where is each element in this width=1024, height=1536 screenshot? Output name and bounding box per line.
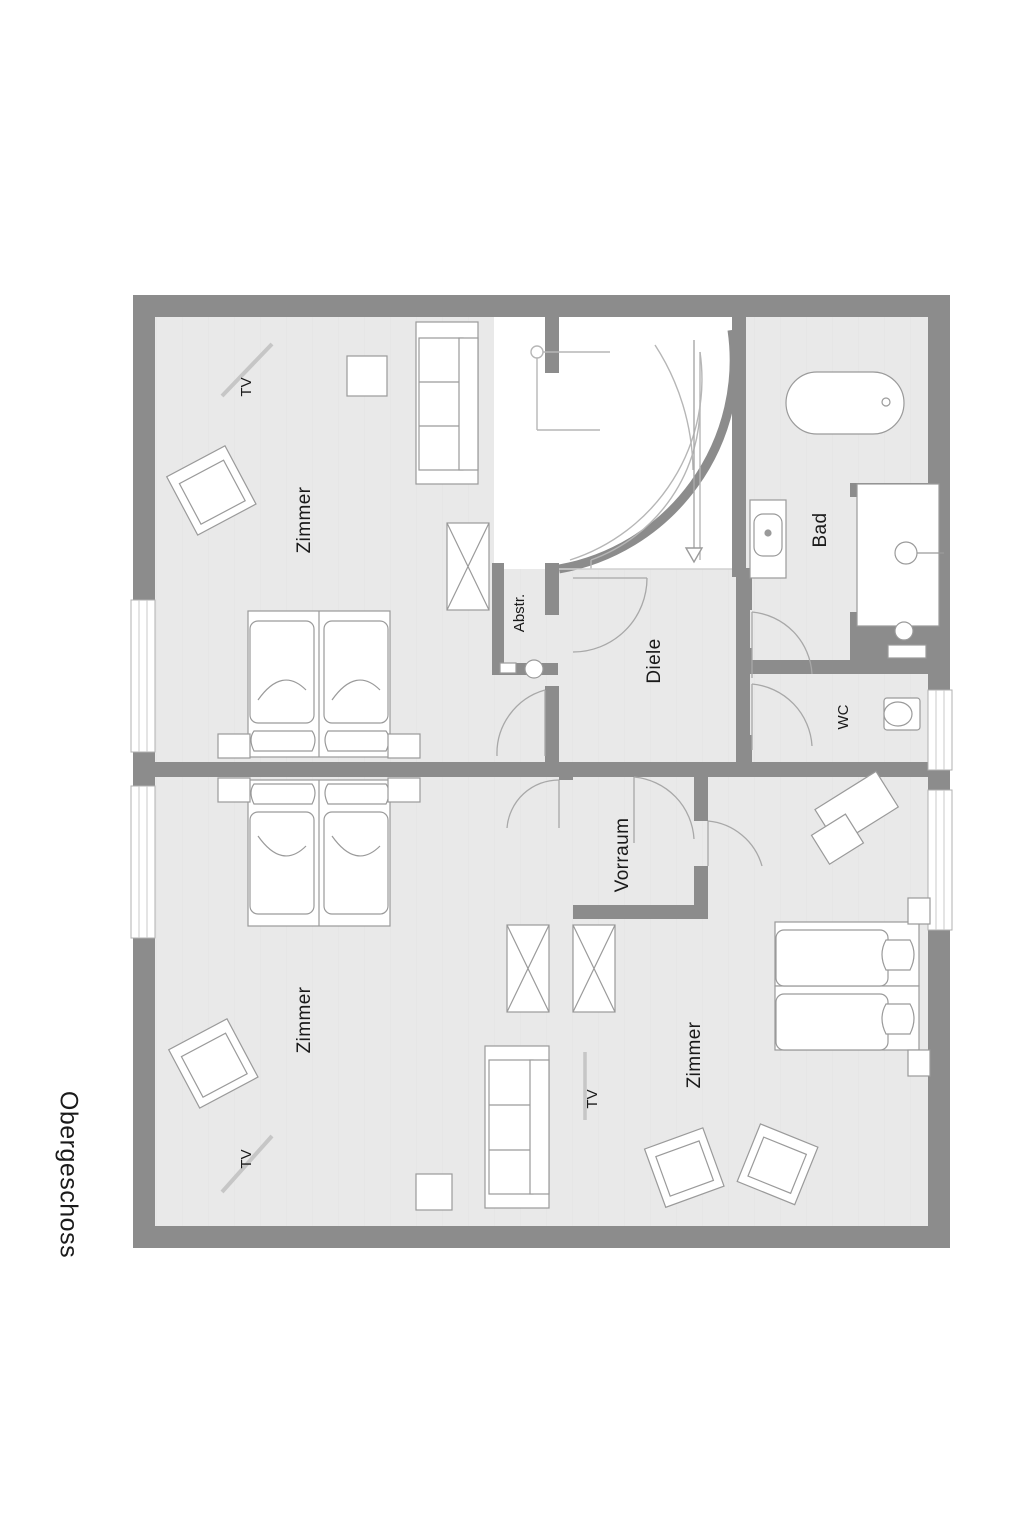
shower-icon <box>856 483 944 627</box>
room-label-abstr: Abstr. <box>511 594 528 632</box>
door-wc <box>751 683 813 750</box>
wc-fixtures <box>883 697 921 731</box>
toilet-icon-bad <box>887 621 927 659</box>
door-bad <box>751 611 813 678</box>
room-label-vorraum: Vorraum <box>612 818 633 893</box>
double-bed-top-left <box>217 610 421 759</box>
stool-bottom-right <box>810 813 865 865</box>
door-vorraum-diele <box>633 776 695 843</box>
furniture-zimmer-bottom-left <box>167 777 550 1211</box>
door-vorraum-zimmer-br <box>707 820 763 867</box>
sink-icon-bad <box>749 499 787 579</box>
tv-icon-top-left <box>220 342 274 398</box>
window-left-upper <box>130 599 156 753</box>
armchair-top-left <box>165 444 257 536</box>
bad-fixtures <box>749 371 944 659</box>
annotation-labels: TV TV TV <box>238 377 601 1168</box>
wardrobe-bottom-left <box>506 924 550 1013</box>
room-label-zimmer-bottom-right: Zimmer <box>684 1021 705 1088</box>
staircase <box>530 329 739 574</box>
double-bed-bottom-left <box>217 777 421 927</box>
wardrobe-bottom-right <box>572 924 616 1013</box>
room-label-diele: Diele <box>644 638 665 683</box>
armchair-bottom-left <box>167 1017 259 1109</box>
side-table-top-left <box>346 355 388 397</box>
windows <box>130 599 953 939</box>
room-labels: Zimmer Zimmer Zimmer Bad WC Diele Abstr.… <box>294 486 852 1088</box>
tv-label-bottom-left: TV <box>238 1149 255 1168</box>
room-label-zimmer-top-left: Zimmer <box>294 486 315 553</box>
room-label-wc: WC <box>835 704 852 729</box>
sink-icon-abstr <box>499 659 544 679</box>
bathtub-icon <box>785 371 905 435</box>
furniture-zimmer-bottom-right <box>572 770 931 1209</box>
door-abstr <box>572 577 648 653</box>
sofa-bottom-left <box>484 1045 550 1209</box>
floor-title: Obergeschoss <box>54 1090 83 1259</box>
room-label-bad: Bad <box>810 512 831 547</box>
door-zimmer-bl <box>506 779 560 829</box>
tv-icon-bottom-left <box>220 1134 274 1194</box>
armchair-bottom-right-1 <box>643 1127 725 1209</box>
door-diele-zimmer-tl <box>496 689 546 757</box>
window-right-upper <box>927 689 953 771</box>
doors <box>496 577 813 867</box>
sofa-top-left <box>415 321 479 485</box>
armchair-bottom-right-2 <box>736 1123 819 1206</box>
window-left-lower <box>130 785 156 939</box>
wardrobe-top-left <box>446 522 490 611</box>
tv-label-bottom-right: TV <box>584 1089 601 1108</box>
toilet-icon-wc <box>883 697 921 731</box>
furniture-zimmer-top-left <box>165 321 490 759</box>
twin-beds-bottom-right <box>774 897 931 1077</box>
abstr-fixtures <box>499 659 544 679</box>
window-right-lower <box>927 789 953 931</box>
room-label-zimmer-bottom-left: Zimmer <box>294 986 315 1053</box>
side-table-bottom-left <box>415 1173 453 1211</box>
tv-label-top-left: TV <box>238 377 255 396</box>
